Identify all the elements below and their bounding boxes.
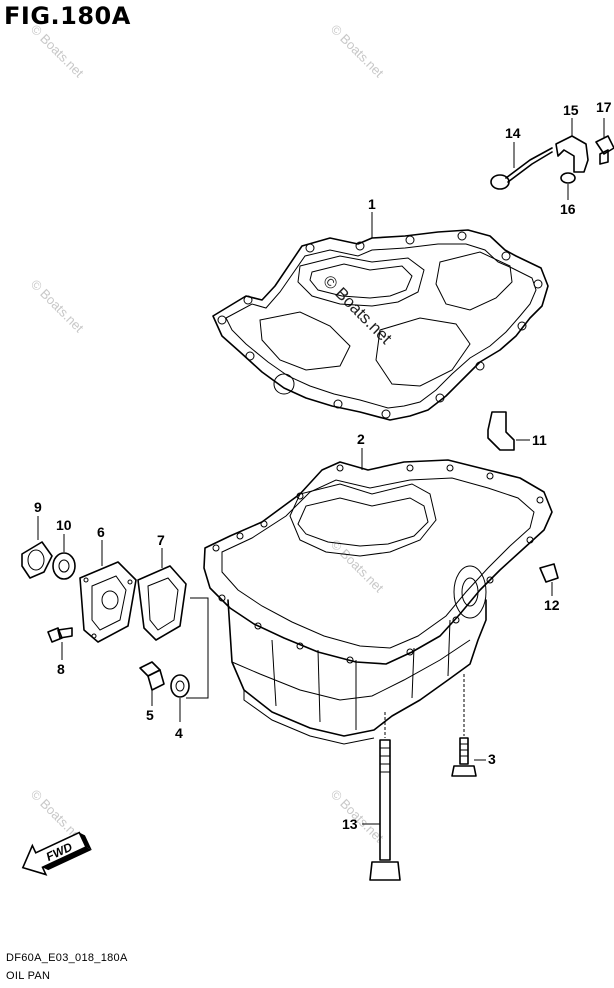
callout-13: 13	[342, 816, 358, 832]
callout-2: 2	[357, 431, 365, 447]
plug-part-9	[21, 516, 53, 579]
callout-8: 8	[57, 661, 65, 677]
gasket-part-1	[212, 212, 549, 421]
bolt-part-8	[47, 627, 73, 660]
callout-9: 9	[34, 499, 42, 515]
callout-12: 12	[544, 597, 560, 613]
callout-3: 3	[488, 751, 496, 767]
o-ring-part-16	[560, 172, 576, 200]
gasket-part-7	[137, 548, 187, 641]
callout-10: 10	[56, 517, 72, 533]
callout-14: 14	[505, 125, 521, 141]
callout-7: 7	[157, 532, 165, 548]
drawing-code: DF60A_E03_018_180A	[6, 952, 128, 964]
watermark-text-large: © Boats.net	[319, 271, 396, 348]
plug-part-12	[539, 563, 559, 596]
watermark-group: © Boats.net © Boats.net © Boats.net © Bo…	[28, 22, 396, 846]
dipstick-part-14	[490, 142, 553, 190]
section-name: OIL PAN	[6, 970, 51, 982]
fwd-arrow: FWD	[21, 831, 92, 876]
figure-title: FIG.180A	[4, 2, 131, 30]
callout-labels: 1 2 3 4 5 6 7 8 9 10 11 12 13 14 15 16 1…	[34, 99, 612, 832]
guide-part-15	[555, 118, 589, 173]
bolt-part-17	[595, 118, 614, 165]
watermark-text: © Boats.net	[328, 22, 387, 81]
callout-11: 11	[532, 432, 547, 448]
plug-part-5	[139, 661, 165, 706]
assembly-bracket-lines	[186, 597, 209, 699]
watermark-text: © Boats.net	[28, 277, 87, 336]
plate-part-6	[79, 540, 137, 643]
callout-17: 17	[596, 99, 612, 115]
callout-5: 5	[146, 707, 154, 723]
callout-1: 1	[368, 196, 376, 212]
bolt-part-3	[451, 674, 486, 777]
callout-15: 15	[563, 102, 579, 118]
callout-6: 6	[97, 524, 105, 540]
watermark-text: © Boats.net	[28, 22, 87, 81]
gasket-part-10	[52, 534, 76, 580]
oil-pan-part-2	[203, 448, 553, 745]
elbow-part-11	[487, 411, 530, 451]
bolt-part-13	[362, 712, 401, 881]
gasket-part-4	[170, 674, 190, 722]
callout-16: 16	[560, 201, 576, 217]
callout-4: 4	[175, 725, 183, 741]
